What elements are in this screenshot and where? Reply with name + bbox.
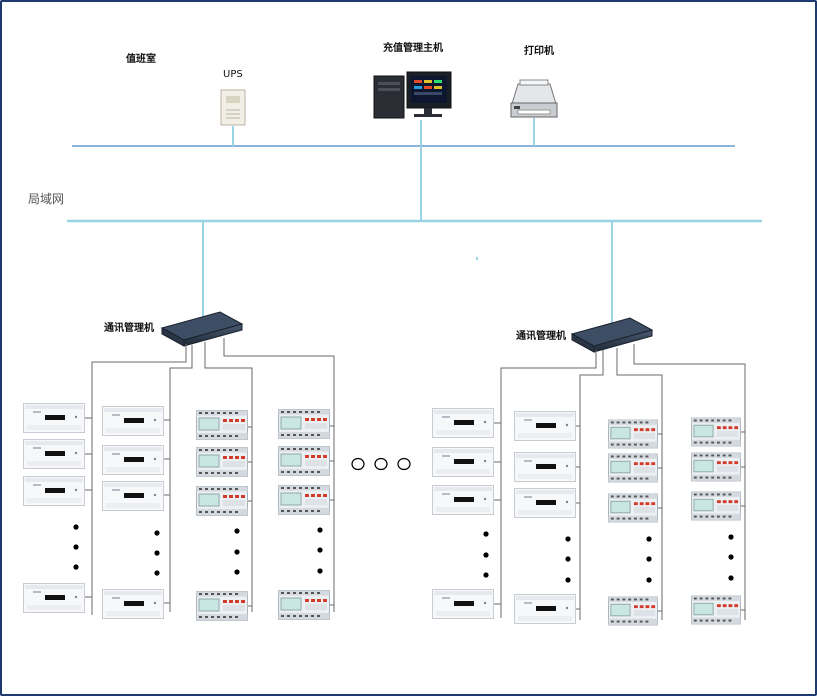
three-phase-meter-icon	[278, 590, 330, 620]
single-phase-meter-icon	[102, 406, 164, 436]
single-phase-meter-icon	[102, 445, 164, 475]
ups-icon	[220, 89, 246, 126]
printer-label: 打印机	[524, 44, 554, 57]
three-phase-meter-icon	[691, 417, 741, 447]
horizontal-ellipsis-circles	[351, 457, 411, 471]
host-label: 充值管理主机	[383, 41, 443, 54]
single-phase-meter-icon	[514, 452, 576, 482]
printer-icon	[510, 79, 558, 118]
three-phase-meter-icon	[608, 453, 658, 483]
left-group-wiring	[85, 338, 335, 615]
single-phase-meter-icon	[23, 403, 85, 433]
three-phase-meter-icon	[691, 595, 741, 625]
right-group-wiring	[494, 344, 746, 620]
three-phase-meter-icon	[608, 596, 658, 626]
three-phase-meter-icon	[691, 452, 741, 482]
switch-icon	[160, 311, 244, 347]
single-phase-meter-icon	[432, 485, 494, 515]
three-phase-meter-icon	[196, 447, 248, 477]
single-phase-meter-icon	[102, 589, 164, 619]
three-phase-meter-icon	[278, 409, 330, 439]
stray-mark	[476, 257, 478, 260]
three-phase-meter-icon	[196, 486, 248, 516]
switch-icon	[570, 317, 654, 353]
vertical-ellipsis-dots	[73, 524, 734, 583]
three-phase-meter-icon	[196, 591, 248, 621]
comm-manager-left-label: 通讯管理机	[104, 321, 154, 334]
three-phase-meter-icon	[278, 485, 330, 515]
three-phase-meter-icon	[608, 419, 658, 449]
three-phase-meter-icon	[196, 410, 248, 440]
duty-room-label: 值班室	[126, 52, 156, 65]
single-phase-meter-icon	[514, 594, 576, 624]
comm-manager-right-label: 通讯管理机	[516, 329, 566, 342]
single-phase-meter-icon	[432, 447, 494, 477]
lan-label: 局域网	[28, 192, 64, 206]
ups-label: UPS	[223, 69, 243, 80]
single-phase-meter-icon	[102, 481, 164, 511]
single-phase-meter-icon	[23, 476, 85, 506]
single-phase-meter-icon	[432, 408, 494, 438]
three-phase-meter-icon	[691, 491, 741, 521]
three-phase-meter-icon	[608, 493, 658, 523]
single-phase-meter-icon	[432, 589, 494, 619]
single-phase-meter-icon	[23, 583, 85, 613]
three-phase-meter-icon	[278, 446, 330, 476]
computer-icon	[373, 71, 452, 119]
single-phase-meter-icon	[514, 488, 576, 518]
single-phase-meter-icon	[23, 439, 85, 469]
single-phase-meter-icon	[514, 411, 576, 441]
